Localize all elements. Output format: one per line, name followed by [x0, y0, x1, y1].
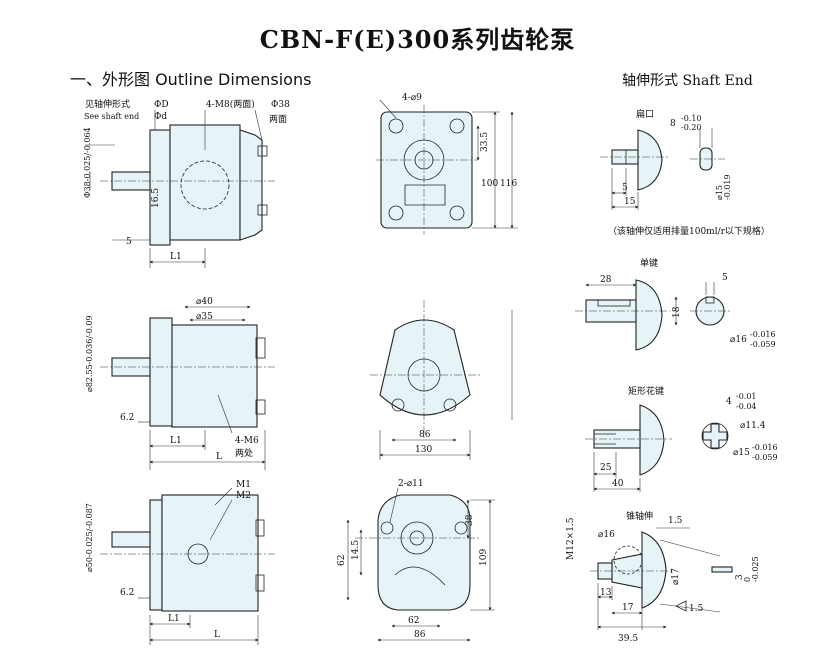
flat-dim-8: 8: [670, 119, 676, 129]
holes-2-11: 2-⌀11: [398, 479, 424, 489]
both-sides: 两面: [269, 114, 287, 125]
taper-dim-13: 13: [600, 588, 612, 598]
dim-l1-bottom: L1: [168, 614, 180, 624]
holes-4-9: 4-⌀9: [402, 93, 422, 103]
taper-dim-39-5: 39.5: [618, 634, 638, 644]
shaft-taper: 锥轴伸 M12×1.5 ⌀16 1.5 ⌀17 3 0 -0.025 13 17…: [566, 510, 760, 644]
dim-16-5: 16.5: [151, 188, 161, 208]
dim-5: 5: [126, 237, 132, 247]
taper-dim-17: 17: [622, 603, 634, 613]
dim-l1-top: L1: [170, 252, 182, 262]
taper-dia-17: ⌀17: [671, 568, 681, 585]
front-view-middle: 86 130: [370, 300, 513, 460]
dim-6-2-bottom: 6.2: [120, 588, 134, 598]
spline-dim-40: 40: [612, 479, 624, 489]
see-shaft-end-en: See shaft end: [84, 112, 139, 121]
taper-dim-1-5-bottom: 1.5: [689, 604, 704, 614]
dim-100: 100: [481, 179, 498, 189]
flat-dim-15: 15: [624, 197, 636, 207]
shaft-end-heading: 轴伸形式 Shaft End: [622, 73, 753, 89]
taper-thread: M12×1.5: [566, 517, 576, 560]
key-dim-5: 5: [722, 273, 728, 283]
side-view-bottom: M1 M2 6.2 L1 L ⌀50-0.025/-0.087: [85, 480, 275, 645]
spline-tol-upper-2: -0.016: [752, 443, 778, 452]
dim-109: 109: [479, 549, 489, 566]
key-tol-lower: -0.059: [750, 340, 776, 349]
taper-key-tol-upper: 0: [743, 577, 752, 582]
taper-dia-16: ⌀16: [598, 530, 615, 540]
side-view-middle: ⌀40 ⌀35 6.2 L1 L 4-M6 两处 ⌀82.55-0.036/-0…: [85, 297, 275, 470]
flat-dim-5: 5: [622, 183, 628, 193]
spline-label: 矩形花键: [628, 385, 664, 397]
port-m1: M1: [236, 480, 251, 490]
key-label: 单键: [640, 257, 658, 269]
spline-dim-4: 4: [726, 397, 732, 407]
shaft-note: （该轴伸仅适用排量100ml/r以下规格）: [608, 225, 770, 237]
spline-dim-25: 25: [600, 463, 612, 473]
dim-l-mid: L: [216, 452, 222, 462]
key-dia-16: ⌀16: [730, 335, 747, 345]
dim-86-bottom: 86: [414, 630, 426, 640]
shaft-tol-82: ⌀82.55-0.036/-0.09: [85, 315, 94, 392]
dim-35: ⌀35: [196, 312, 213, 322]
dim-62-horiz: 62: [408, 616, 419, 626]
taper-dim-1-5-top: 1.5: [668, 516, 683, 526]
flat-dia-15: ⌀15: [715, 185, 724, 200]
flat-tol-upper: -0.10: [681, 114, 702, 123]
phi-d-lower: Φd: [154, 112, 167, 122]
port-m2: M2: [236, 491, 251, 501]
taper-key-tol-lower: -0.025: [751, 556, 760, 582]
key-dim-18: 18: [672, 306, 682, 318]
dim-14-5: 14.5: [351, 540, 361, 560]
dim-38: 38: [465, 514, 475, 526]
dim-33-5: 33.5: [480, 132, 490, 152]
dim-l1-mid: L1: [170, 436, 182, 446]
shaft-key: 单键 28 5 18 ⌀16 -0.016 -0.059: [575, 257, 776, 351]
key-tol-upper: -0.016: [750, 330, 776, 339]
dim-62-vert: 62: [337, 555, 347, 566]
phi-d-upper: ΦD: [154, 100, 169, 110]
thread-4m8: 4-M8(两面): [206, 99, 255, 110]
see-shaft-end-cn: 见轴伸形式: [85, 98, 130, 110]
dim-40: ⌀40: [196, 297, 213, 307]
thread-4m6: 4-M6: [235, 436, 259, 446]
shaft-flat: 扁口 8 -0.10 -0.20 5 15 ⌀15 -0.019: [600, 108, 732, 210]
spline-tol-lower-2: -0.059: [752, 453, 778, 462]
two-places: 两处: [235, 447, 253, 459]
dim-116: 116: [500, 179, 517, 189]
flat-tol-lower: -0.20: [681, 123, 702, 132]
dim-6-2-mid: 6.2: [120, 413, 134, 423]
spline-dia-15: ⌀15: [733, 448, 750, 458]
dim-86-mid: 86: [419, 430, 431, 440]
page-title: CBN-F(E)300系列齿轮泵: [259, 25, 576, 54]
taper-label: 锥轴伸: [626, 510, 653, 522]
spline-tol-lower-1: -0.04: [736, 402, 757, 411]
side-view-top: 见轴伸形式 See shaft end ΦD Φd 4-M8(两面) Φ38 两…: [83, 98, 290, 268]
shaft-tol-50: ⌀50-0.025/-0.087: [85, 503, 94, 572]
shaft-spline: 矩形花键 4 -0.01 -0.04 ⌀11.4 ⌀15 -0.016 -0.0…: [585, 385, 778, 492]
front-view-bottom: 2-⌀11 38 14.5 62 109 62 86: [337, 479, 495, 642]
dim-130: 130: [415, 445, 432, 455]
phi-38: Φ38: [271, 100, 290, 110]
section-heading: 一、外形图 Outline Dimensions: [70, 70, 312, 89]
key-dim-28: 28: [600, 275, 612, 285]
front-view-top: 4-⌀9 33.5 100 116: [376, 93, 518, 235]
taper-key-3: 3: [735, 574, 745, 580]
flat-dia-tol: -0.019: [723, 174, 732, 200]
spline-tol-upper-1: -0.01: [736, 392, 757, 401]
flat-label: 扁口: [636, 108, 654, 120]
dim-l-bottom: L: [214, 630, 220, 640]
shaft-tol-38: Φ38-0.025/-0.064: [83, 127, 92, 198]
spline-dia-11-4: ⌀11.4: [740, 421, 766, 431]
